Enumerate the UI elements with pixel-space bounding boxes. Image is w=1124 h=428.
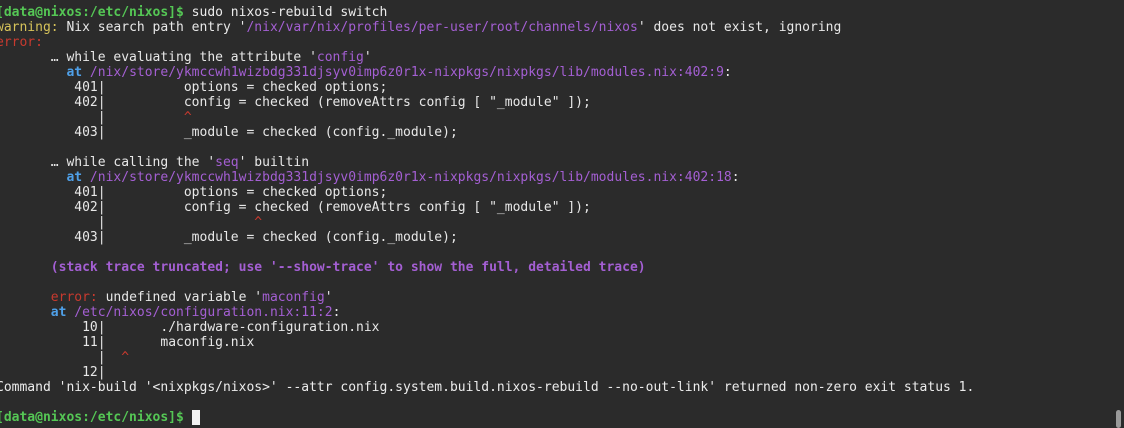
line-number: 403| [0,230,106,245]
code-line: 11| maconfig.nix [0,335,1108,350]
trace-location-line: at /nix/store/ykmccwh1wizbdg331djsyv0imp… [0,170,1108,185]
error-label: error: [50,290,98,305]
colon: : [731,170,740,185]
code-line: 402| config = checked (removeAttrs confi… [0,95,1108,110]
command-failed-message: Command 'nix-build '<nixpkgs/nixos>' --a… [0,380,975,395]
blank-line [0,245,1108,260]
error-variable: maconfig [262,290,325,305]
line-number: 10| [0,320,106,335]
error-header-line: error: [0,35,1108,50]
line-number: 401| [0,185,106,200]
code-text: maconfig.nix [105,335,255,350]
line-number: | [0,350,106,365]
code-line: 402| config = checked (removeAttrs confi… [0,200,1108,215]
caret-marker: ^ [183,110,192,125]
command-line: [data@nixos:/etc/nixos]$ sudo nixos-rebu… [0,5,1108,20]
at-keyword: at [66,170,83,185]
line-number: 402| [0,95,106,110]
caret-line: | ^ [0,215,1108,230]
caret-line: | ^ [0,350,1108,365]
warning-path: /nix/var/nix/profiles/per-user/root/chan… [246,20,638,35]
blank-line [0,395,1108,410]
trace-calling-line: … while calling the 'seq' builtin [0,155,1108,170]
code-text: options = checked options; [105,80,388,95]
trace-text: … while calling the ' [0,155,216,170]
indent [0,170,66,185]
shell-prompt: [data@nixos:/etc/nixos]$ [0,5,184,20]
indent [0,305,51,320]
entered-command: sudo nixos-rebuild switch [183,5,388,20]
code-line: 12| [0,365,1108,380]
text-cursor [191,410,200,425]
line-number: 12| [0,365,106,380]
trace-text-end: ' [363,50,372,65]
line-number: 403| [0,125,106,140]
caret-line: | ^ [0,110,1108,125]
undefined-variable-line: error: undefined variable 'maconfig' [0,290,1108,305]
code-text: config = checked (removeAttrs config [ "… [105,200,591,215]
trace-attr: config [316,50,364,65]
indent [0,290,51,305]
code-text: options = checked options; [105,185,388,200]
caret-pad [106,215,255,230]
trace-location-line: at /nix/store/ykmccwh1wizbdg331djsyv0imp… [0,65,1108,80]
code-line: 401| options = checked options; [0,185,1108,200]
error-label: error: [0,35,43,50]
code-line: 10| ./hardware-configuration.nix [0,320,1108,335]
line-number: 401| [0,80,106,95]
code-text: ./hardware-configuration.nix [105,320,380,335]
code-text: _module = checked (config._module); [105,125,458,140]
terminal-output[interactable]: [data@nixos:/etc/nixos]$ sudo nixos-rebu… [0,5,1108,425]
prompt-space [184,410,192,425]
line-number: | [0,215,106,230]
truncated-notice: (stack trace truncated; use '--show-trac… [0,260,646,275]
indent [0,65,66,80]
line-number: 11| [0,335,106,350]
trace-attr: seq [215,155,239,170]
scrollbar-thumb[interactable] [1116,410,1121,428]
code-line: 403| _module = checked (config._module); [0,125,1108,140]
line-number: 402| [0,200,106,215]
caret-pad [106,350,122,365]
colon: : [332,305,341,320]
blank-line [0,140,1108,155]
colon: : [723,65,732,80]
trace-location: /nix/store/ykmccwh1wizbdg331djsyv0imp6z0… [82,65,724,80]
error-location: /etc/nixos/configuration.nix:11:2 [66,305,333,320]
at-keyword: at [66,65,83,80]
code-text: _module = checked (config._module); [105,230,458,245]
trace-text: … while evaluating the attribute ' [0,50,317,65]
code-line: 401| options = checked options; [0,80,1108,95]
code-text: config = checked (removeAttrs config [ "… [105,95,591,110]
code-line: 403| _module = checked (config._module); [0,230,1108,245]
trace-text-end: ' builtin [238,155,310,170]
warning-text: Nix search path entry ' [58,20,247,35]
warning-label: warning: [0,20,59,35]
warning-line: warning: Nix search path entry '/nix/var… [0,20,1108,35]
error-text: undefined variable ' [97,290,263,305]
error-location-line: at /etc/nixos/configuration.nix:11:2: [0,305,1108,320]
caret-marker: ^ [254,215,263,230]
warning-text-end: ' does not exist, ignoring [637,20,842,35]
at-keyword: at [50,305,67,320]
caret-marker: ^ [121,350,130,365]
error-text-end: ' [324,290,333,305]
trace-location: /nix/store/ykmccwh1wizbdg331djsyv0imp6z0… [82,170,732,185]
blank-line [0,275,1108,290]
shell-prompt: [data@nixos:/etc/nixos]$ [0,410,184,425]
trace-evaluating-line: … while evaluating the attribute 'config… [0,50,1108,65]
caret-pad [106,110,184,125]
line-number: | [0,110,106,125]
final-prompt-line[interactable]: [data@nixos:/etc/nixos]$ [0,410,1108,425]
